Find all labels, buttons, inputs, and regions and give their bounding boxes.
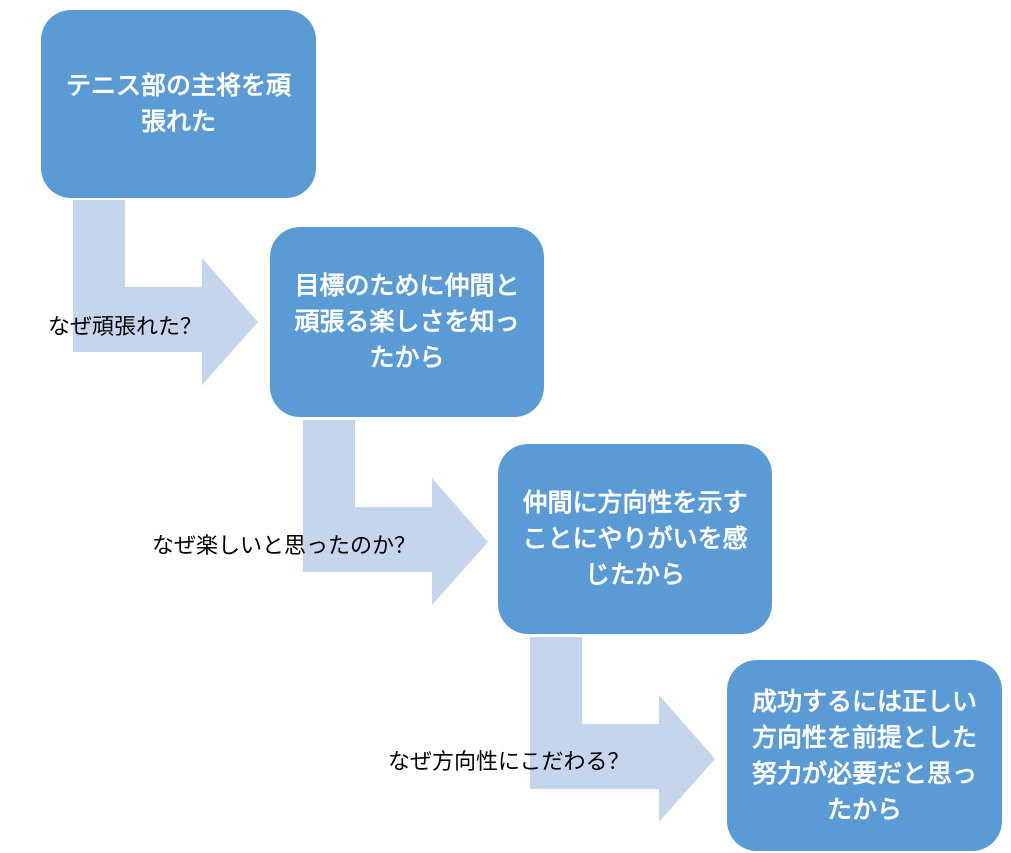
bent-arrow-2 — [303, 420, 488, 605]
step-text-2: 目標のために仲間と頑張る楽しさを知ったから — [294, 271, 520, 372]
question-label-2: なぜ楽しいと思ったのか？ — [152, 534, 417, 559]
step-box-3: 仲間に方向性を示すことにやりがいを感じたから — [498, 444, 772, 634]
bent-arrow-1 — [73, 200, 258, 385]
step-text-3: 仲間に方向性を示すことにやりがいを感じたから — [522, 488, 748, 589]
question-label-3: なぜ方向性にこだわる？ — [388, 750, 630, 775]
bent-arrow-3 — [530, 637, 715, 822]
step-box-2: 目標のために仲間と頑張る楽しさを知ったから — [270, 227, 544, 417]
step-box-4: 成功するには正しい方向性を前提とした努力が必要だと思ったから — [727, 660, 1002, 851]
step-box-1: テニス部の主将を頑張れた — [41, 10, 316, 198]
question-label-1: なぜ頑張れた？ — [48, 315, 203, 340]
step-text-1: テニス部の主将を頑張れた — [65, 71, 291, 136]
step-text-4: 成功するには正しい方向性を前提とした努力が必要だと思ったから — [751, 686, 977, 824]
